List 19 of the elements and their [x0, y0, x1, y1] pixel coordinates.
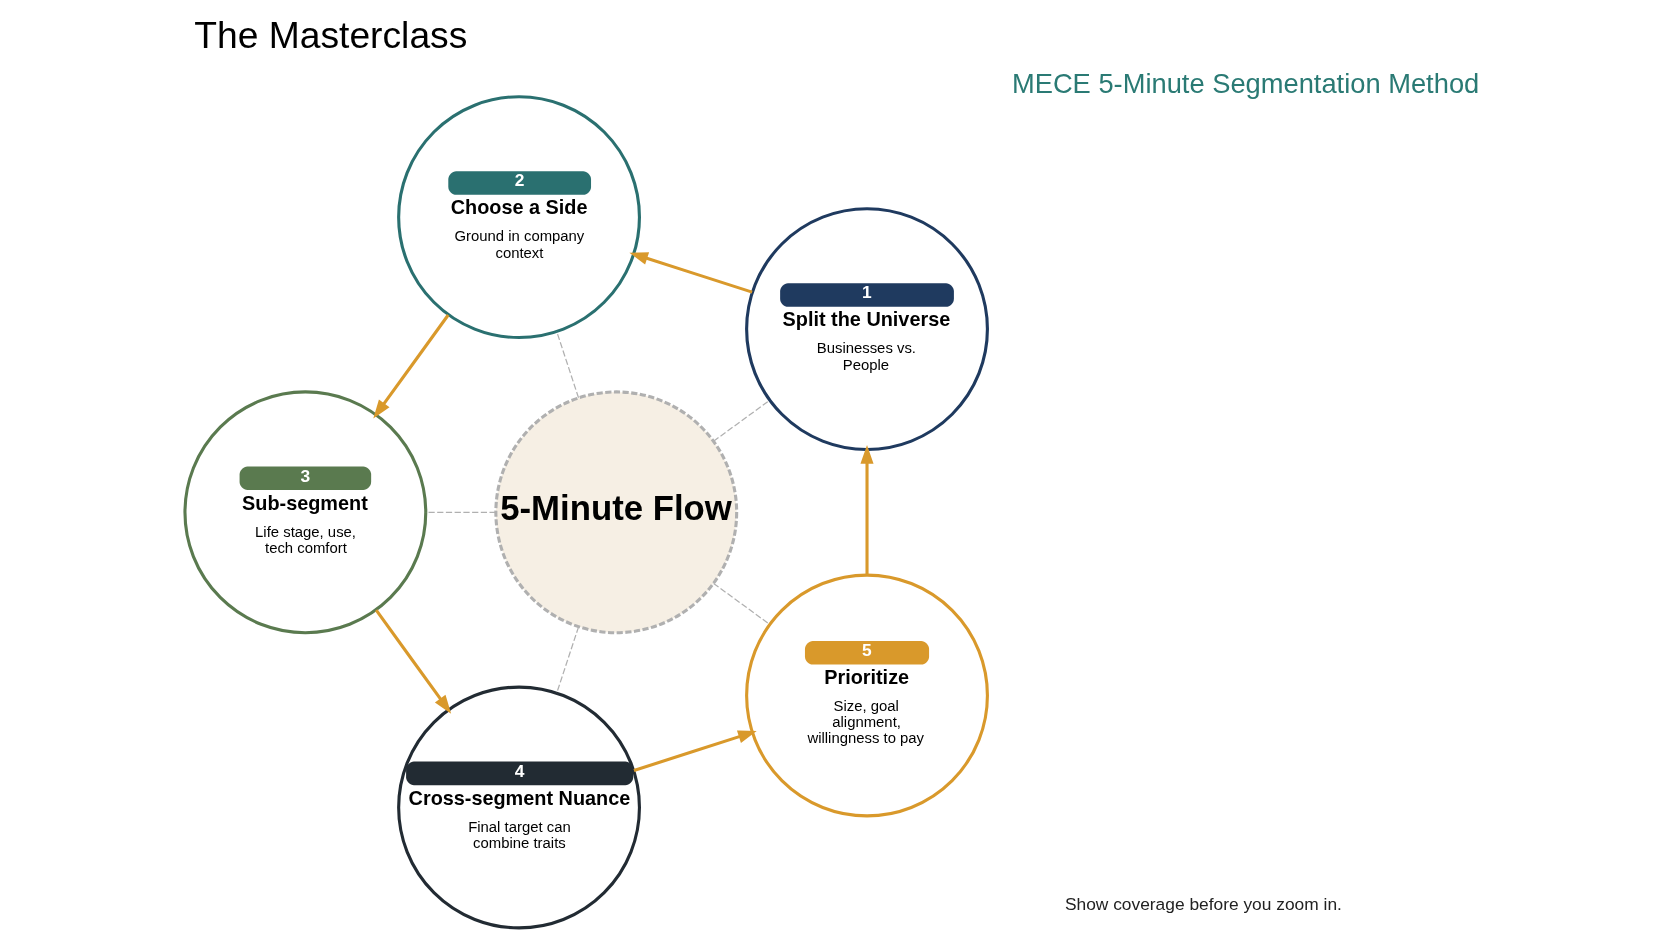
node-circle: 2 Choose a Side Ground in company context: [397, 95, 641, 340]
node-circle: 3 Sub-segment Life stage, use, tech comfort: [183, 390, 428, 635]
node-circle: 5-Minute Flow: [494, 390, 739, 635]
connector: [556, 331, 580, 399]
arrow: [374, 609, 452, 714]
connector: [425, 511, 497, 513]
arrow: [629, 252, 753, 294]
connector: [712, 582, 771, 626]
arrow: [373, 314, 450, 419]
arrow: [633, 730, 757, 772]
diagram-title: The Masterclass: [194, 13, 468, 56]
label: MECE 5-Minute Segmentation Method: [1011, 68, 1480, 100]
connector: [712, 399, 771, 442]
label: Show coverage before you zoom in.: [1064, 894, 1342, 915]
arrow: [860, 444, 874, 576]
node-circle: 1 Split the Universe Businesses vs. People: [745, 207, 989, 452]
node-circle: 5 Prioritize Size, goal alignment, willingness to pay: [745, 573, 989, 818]
connector: [556, 626, 580, 694]
node-circle: 4 Cross-segment Nuance Final target can combine traits: [397, 685, 641, 930]
